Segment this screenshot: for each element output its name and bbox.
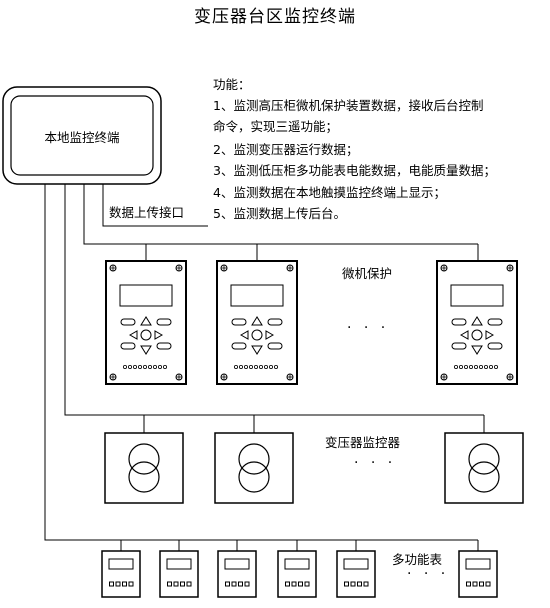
bus-lines [44, 184, 485, 551]
transformer-bus [64, 184, 484, 416]
local-monitor-terminal [2, 86, 162, 185]
function-line: 2、监测变压器运行数据； [213, 142, 359, 157]
protection-ellipsis: · · · [347, 320, 390, 336]
meter-ellipsis: · · · [407, 566, 450, 582]
function-line: 命令，实现三遥功能； [213, 119, 339, 134]
transformer-label: 变压器监控器 [325, 435, 401, 450]
transformer-monitor [214, 432, 294, 504]
function-line: 1、监测高压柜微机保护装置数据，接收后台控制 [213, 98, 484, 113]
multifunction-meter [101, 550, 141, 598]
multifunction-meter [217, 550, 257, 598]
protection-bus [83, 184, 478, 245]
multifunction-meter [336, 550, 376, 598]
meter-label: 多功能表 [392, 552, 443, 567]
protection-device [436, 260, 518, 385]
multifunction-meter [277, 550, 317, 598]
multifunction-meter [159, 550, 199, 598]
meter-bus [44, 184, 478, 541]
protection-label: 微机保护 [342, 266, 393, 281]
functions-heading: 功能： [213, 77, 251, 92]
function-line: 3、监测低压柜多功能表电能数据，电能质量数据； [213, 163, 496, 178]
multifunction-meter [458, 550, 498, 598]
transformer-ellipsis: · · · [354, 455, 397, 471]
terminal-label: 本地监控终端 [44, 130, 120, 145]
function-line: 4、监测数据在本地触摸监控终端上显示； [213, 185, 446, 200]
upload-port-line [102, 184, 208, 227]
function-line: 5、监测数据上传后台。 [213, 206, 346, 221]
transformer-monitor [444, 432, 524, 504]
protection-device [216, 260, 298, 385]
upload-port-label: 数据上传接口 [109, 205, 185, 220]
diagram-title: 变压器台区监控终端 [194, 7, 356, 27]
transformer-monitor [104, 432, 184, 504]
protection-device [105, 260, 187, 385]
